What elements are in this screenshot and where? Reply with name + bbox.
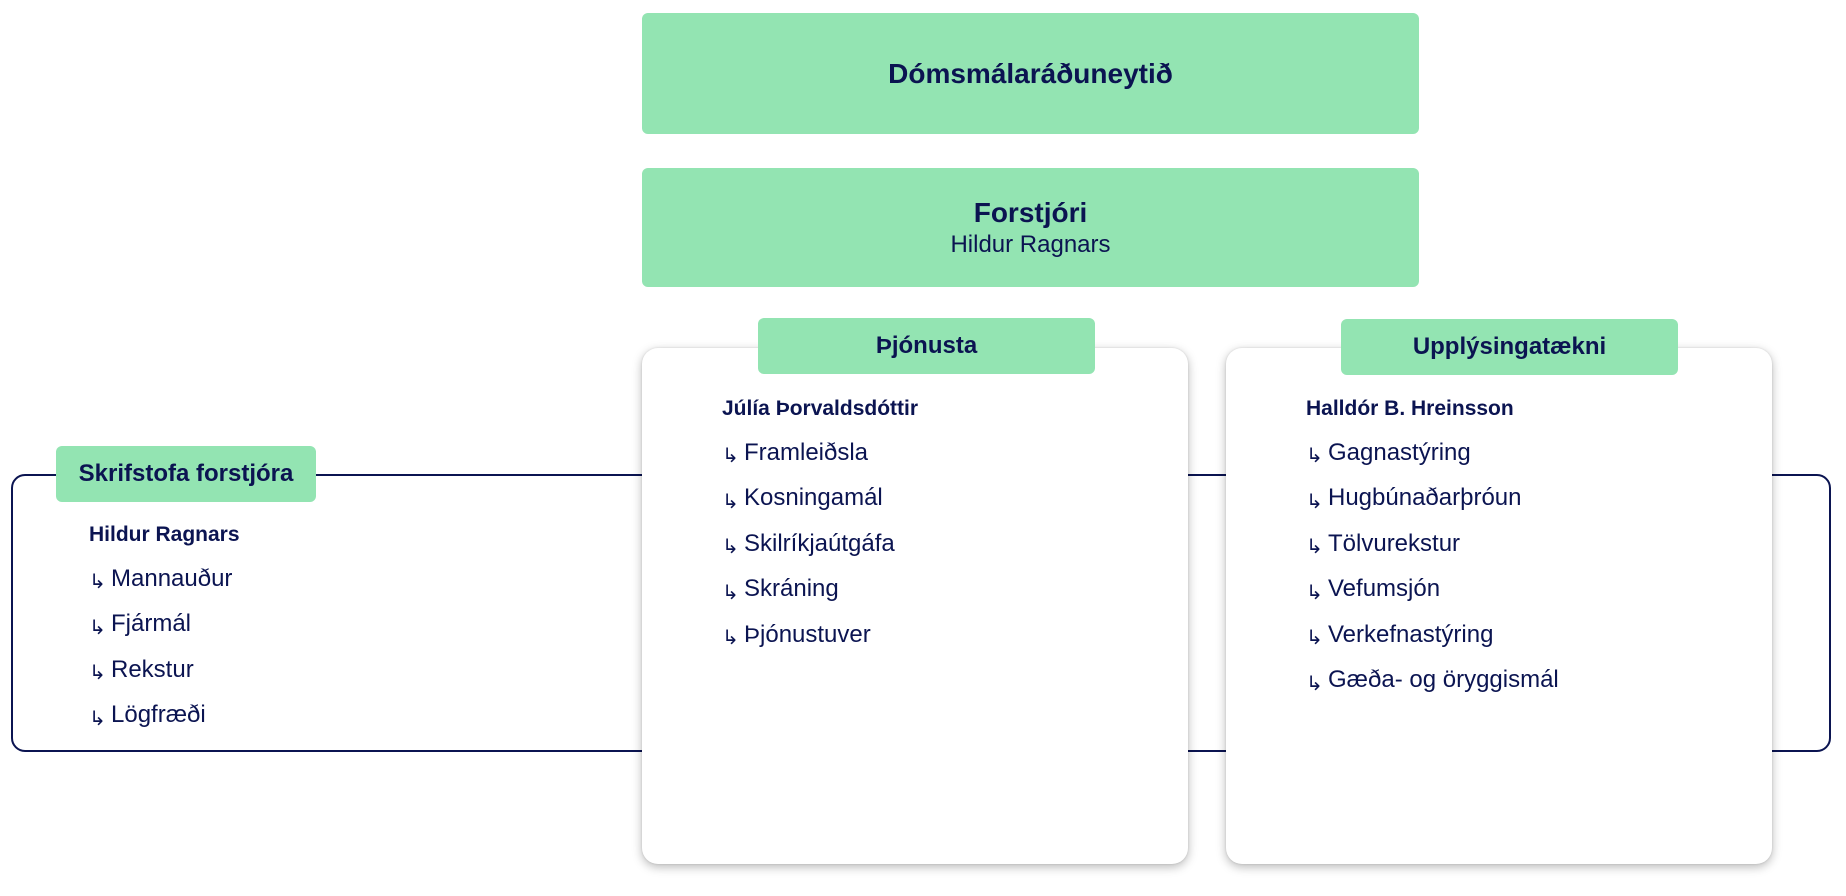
subunit-arrow-icon: ↳ (1306, 536, 1323, 559)
subunit-arrow-icon: ↳ (722, 445, 739, 468)
list-item-label: Þjónustuver (744, 620, 871, 648)
subunit-arrow-icon: ↳ (1306, 672, 1323, 695)
service-head-name: Júlía Þorvaldsdóttir (722, 397, 919, 420)
subunit-arrow-icon: ↳ (89, 662, 106, 685)
list-item: ↳Gæða- og öryggismál (1306, 658, 1559, 704)
list-item-label: Verkefnastýring (1328, 620, 1494, 648)
list-item: ↳Lögfræði (89, 693, 240, 739)
list-item: ↳Rekstur (89, 647, 240, 693)
subunit-arrow-icon: ↳ (722, 490, 739, 513)
list-item-label: Vefumsjón (1328, 575, 1441, 603)
list-item: ↳Þjónustuver (722, 612, 918, 658)
list-item-label: Hugbúnaðarþróun (1328, 484, 1522, 512)
list-item-label: Gagnastýring (1328, 438, 1471, 466)
subunit-arrow-icon: ↳ (722, 627, 739, 650)
list-item: ↳Fjármál (89, 602, 240, 648)
list-item-label: Rekstur (111, 655, 194, 683)
list-item: ↳Framleiðsla (722, 430, 918, 476)
subunit-arrow-icon: ↳ (89, 571, 106, 594)
it-title: Upplýsingatækni (1412, 333, 1607, 360)
list-item: ↳Vefumsjón (1306, 567, 1559, 613)
list-item: ↳Mannauður (89, 556, 240, 602)
ministry-box: Dómsmálaráðuneytið (642, 13, 1419, 134)
it-head-name: Halldór B. Hreinsson (1306, 397, 1514, 420)
staff-office-title: Skrifstofa forstjóra (78, 460, 294, 487)
list-item-label: Gæða- og öryggismál (1328, 666, 1559, 694)
director-name: Hildur Ragnars (950, 230, 1111, 258)
staff-office-head-name: Hildur Ragnars (89, 523, 240, 546)
list-item-label: Skilríkjaútgáfa (744, 529, 895, 557)
staff-office-title-tab: Skrifstofa forstjóra (56, 446, 316, 502)
service-title: Þjónusta (875, 332, 978, 359)
subunit-arrow-icon: ↳ (1306, 445, 1323, 468)
subunit-arrow-icon: ↳ (89, 707, 106, 730)
list-item: ↳Tölvurekstur (1306, 521, 1559, 567)
it-department-list: Halldór B. Hreinsson ↳Gagnastýring ↳Hugb… (1306, 394, 1559, 703)
list-item-label: Kosningamál (744, 484, 883, 512)
service-card (642, 348, 1188, 864)
it-card (1226, 348, 1772, 864)
service-title-tab: Þjónusta (758, 318, 1095, 374)
list-item: ↳Gagnastýring (1306, 430, 1559, 476)
subunit-arrow-icon: ↳ (1306, 581, 1323, 604)
list-item: ↳Hugbúnaðarþróun (1306, 476, 1559, 522)
subunit-arrow-icon: ↳ (722, 536, 739, 559)
staff-office-department-list: Hildur Ragnars ↳Mannauður ↳Fjármál ↳Reks… (89, 520, 240, 738)
list-item-label: Fjármál (111, 610, 192, 638)
list-item: ↳Skilríkjaútgáfa (722, 521, 918, 567)
ministry-title: Dómsmálaráðuneytið (888, 57, 1173, 89)
list-item-label: Lögfræði (111, 701, 206, 729)
subunit-arrow-icon: ↳ (1306, 490, 1323, 513)
list-item: ↳Verkefnastýring (1306, 612, 1559, 658)
list-item-label: Skráning (744, 575, 839, 603)
subunit-arrow-icon: ↳ (89, 616, 106, 639)
subunit-arrow-icon: ↳ (722, 581, 739, 604)
service-department-list: Júlía Þorvaldsdóttir ↳Framleiðsla ↳Kosni… (722, 394, 918, 658)
list-item-label: Tölvurekstur (1328, 529, 1461, 557)
list-item: ↳Skráning (722, 567, 918, 613)
list-item-label: Framleiðsla (744, 438, 869, 466)
director-title: Forstjóri (973, 196, 1088, 228)
list-item: ↳Kosningamál (722, 476, 918, 522)
it-title-tab: Upplýsingatækni (1341, 319, 1678, 375)
list-item-label: Mannauður (111, 564, 233, 592)
director-box: Forstjóri Hildur Ragnars (642, 168, 1419, 287)
subunit-arrow-icon: ↳ (1306, 627, 1323, 650)
